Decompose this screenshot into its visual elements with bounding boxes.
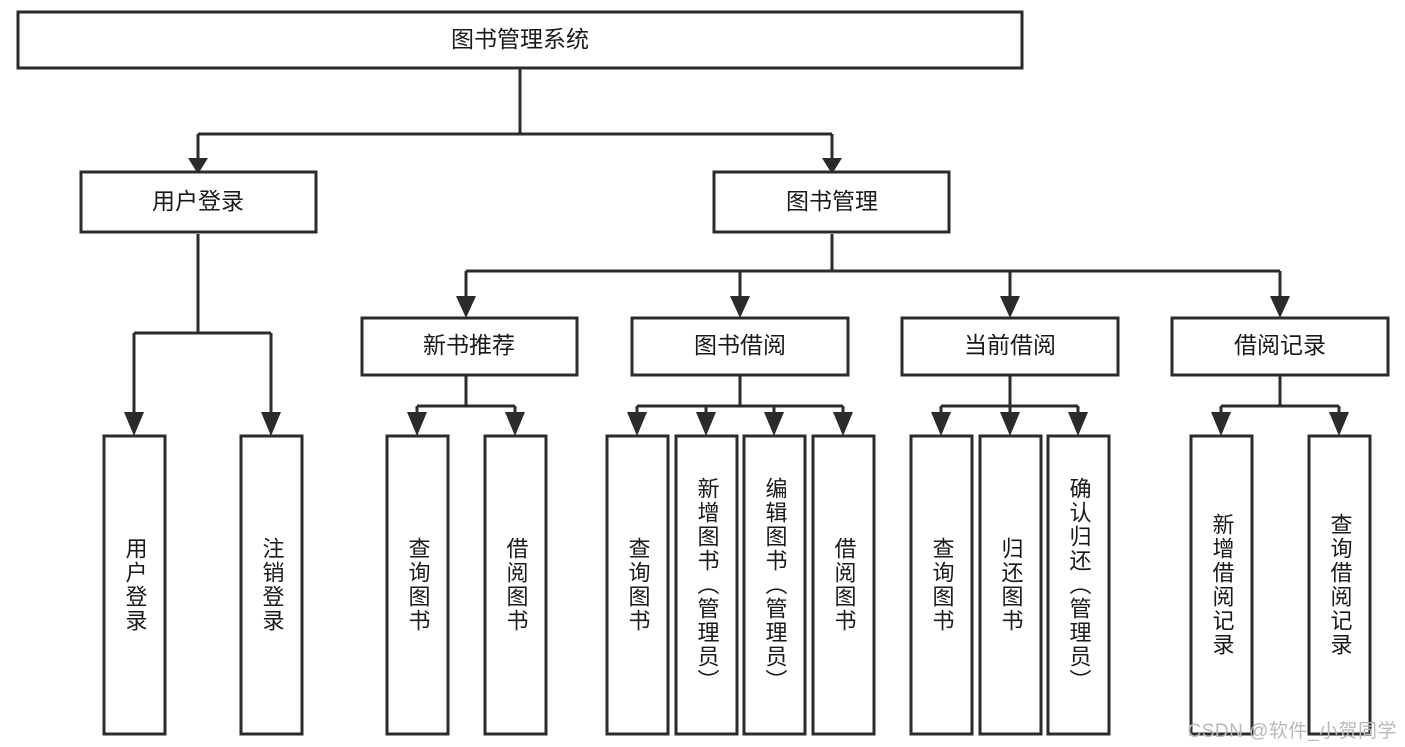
node-borrow-record-label: 借阅记录 xyxy=(1234,332,1326,358)
node-book-borrow-box[interactable] xyxy=(630,316,850,377)
arrow-current-borrow-leaf-0 xyxy=(931,412,951,436)
arrow-book-borrow-leaf-2 xyxy=(764,412,784,436)
arrow-book-borrow-leaf-0 xyxy=(627,412,647,436)
leaf-box-book-borrow-2[interactable] xyxy=(742,434,807,736)
arrow-new-book-leaf-1 xyxy=(505,412,525,436)
node-borrow-record-box[interactable] xyxy=(1170,316,1390,377)
node-root-box[interactable] xyxy=(16,10,1024,70)
arrow-user-login-leaf-1 xyxy=(261,412,281,436)
node-user-login-label: 用户登录 xyxy=(152,188,244,214)
leaf-box-current-borrow-0[interactable] xyxy=(909,434,974,736)
watermark-text: CSDN @软件_小贺同学 xyxy=(1187,721,1397,742)
leaf-box-user-login-0[interactable] xyxy=(102,434,167,736)
node-book-management-box[interactable] xyxy=(712,170,951,234)
arrow-borrow-record-leaf-0 xyxy=(1211,412,1231,436)
node-new-book-recommend-box[interactable] xyxy=(360,316,579,377)
node-book-management-label: 图书管理 xyxy=(786,188,878,214)
node-new-book-recommend[interactable]: 新书推荐 xyxy=(360,316,579,377)
leaf-box-current-borrow-1[interactable] xyxy=(978,434,1043,736)
node-current-borrow[interactable]: 当前借阅 xyxy=(900,316,1120,377)
node-current-borrow-box[interactable] xyxy=(900,316,1120,377)
leaf-box-book-borrow-1[interactable] xyxy=(674,434,739,736)
arrow-current-borrow-leaf-2 xyxy=(1068,412,1088,436)
node-borrow-record[interactable]: 借阅记录 xyxy=(1170,316,1390,377)
leaf-box-current-borrow-2[interactable] xyxy=(1046,434,1111,736)
node-user-login-box[interactable] xyxy=(79,170,318,234)
leaf-box-new-book-1[interactable] xyxy=(483,434,548,736)
arrow-book-mgmt-child-3 xyxy=(1270,296,1290,318)
arrow-book-mgmt-child-2 xyxy=(1000,296,1020,318)
node-book-borrow-label: 图书借阅 xyxy=(694,332,786,358)
arrow-new-book-leaf-0 xyxy=(407,412,427,436)
arrow-root-to-user-login xyxy=(188,158,208,174)
node-book-management[interactable]: 图书管理 xyxy=(712,170,951,234)
leaf-box-book-borrow-0[interactable] xyxy=(605,434,670,736)
node-book-borrow[interactable]: 图书借阅 xyxy=(630,316,850,377)
leaf-box-book-borrow-3[interactable] xyxy=(811,434,876,736)
connector-group xyxy=(124,68,1349,436)
arrow-borrow-record-leaf-1 xyxy=(1329,412,1349,436)
arrow-current-borrow-leaf-1 xyxy=(1000,412,1020,436)
arrow-root-to-book-mgmt xyxy=(822,158,842,174)
node-current-borrow-label: 当前借阅 xyxy=(964,332,1056,358)
arrow-user-login-leaf-0 xyxy=(124,412,144,436)
leaf-box-user-login-1[interactable] xyxy=(239,434,304,736)
leaf-box-new-book-0[interactable] xyxy=(385,434,450,736)
arrow-book-borrow-leaf-3 xyxy=(833,412,853,436)
leaf-box-borrow-record-0[interactable] xyxy=(1189,434,1254,736)
node-user-login[interactable]: 用户登录 xyxy=(79,170,318,234)
node-new-book-recommend-label: 新书推荐 xyxy=(423,332,515,358)
arrow-book-mgmt-child-0 xyxy=(456,296,476,318)
node-root-label: 图书管理系统 xyxy=(451,26,589,52)
node-root[interactable]: 图书管理系统 xyxy=(16,10,1024,70)
arrow-book-borrow-leaf-1 xyxy=(696,412,716,436)
leaf-box-borrow-record-1[interactable] xyxy=(1307,434,1372,736)
arrow-book-mgmt-child-1 xyxy=(730,296,750,318)
